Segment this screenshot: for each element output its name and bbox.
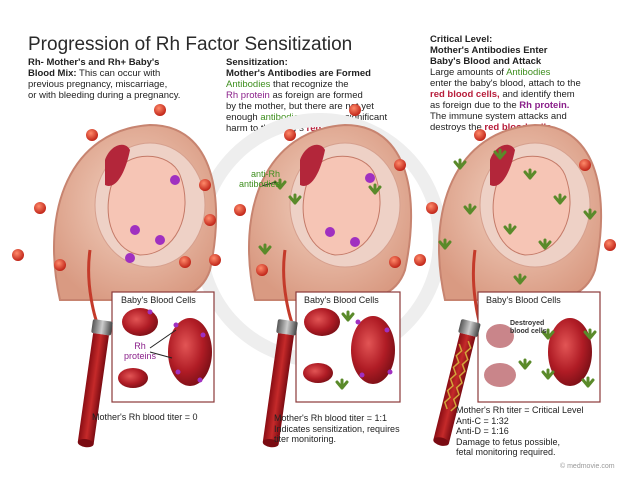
panel3-footer-4: Damage to fetus possible, — [456, 436, 561, 447]
panel3-minus-cells — [414, 129, 616, 266]
panel3-t4: as foreign due to the — [430, 100, 517, 111]
panel1-plus-cells — [125, 175, 180, 263]
panel3-footer: Mother's Rh titer = Critical Level Anti-… — [456, 405, 584, 458]
destroyed-cells-label: Destroyed blood cells — [510, 320, 547, 336]
panel3-rbc: red blood cells, — [430, 89, 500, 100]
copyright: © medmovie.com — [560, 463, 615, 470]
panel2-rh-protein: Rh protein — [226, 90, 270, 101]
panel1-caption: Rh- Mother's and Rh+ Baby's Blood Mix: T… — [28, 57, 218, 101]
anti-rh-label-2: antibodies — [238, 179, 280, 189]
rh-proteins-label-1: Rh — [134, 341, 146, 351]
panel2-plus-cells — [325, 173, 375, 247]
destroyed-cells-label-2: blood cells — [510, 328, 547, 335]
panel2-t2: as foreign are formed — [272, 90, 363, 101]
anti-rh-label-1: anti-Rh — [250, 169, 280, 179]
panel3-footer-2: Anti-C = 1:32 — [456, 415, 509, 426]
panel3-rh-protein: Rh protein. — [519, 100, 570, 111]
destroyed-cells-label-1: Destroyed — [510, 320, 545, 327]
panel3-antibodies-word: Antibodies — [506, 67, 551, 78]
panel3-t5: The immune system attacks and — [430, 111, 567, 122]
panel1-placenta — [105, 144, 130, 186]
panel2-inset — [295, 291, 401, 403]
panel1-footer: Mother's Rh blood titer = 0 — [92, 412, 198, 422]
panel3-heading-3: Baby's Blood and Attack — [430, 56, 542, 67]
panel3-footer-5: fetal monitoring required. — [456, 447, 556, 457]
panel2-placenta — [300, 144, 325, 186]
panel3-t1: Large amounts of — [430, 67, 504, 78]
panel1-test-tube — [77, 319, 113, 448]
panel1-text-3: or with bleeding during a pregnancy. — [28, 90, 181, 101]
panel2-test-tube — [262, 319, 298, 448]
panel1-minus-cells — [12, 104, 216, 271]
anti-rh-leader — [261, 181, 277, 187]
panel3-t2: enter the baby's blood, attach to the — [430, 78, 581, 89]
panel2-fetus — [302, 155, 381, 256]
panel2-footer-1: Mother's Rh blood titer = 1:1 — [274, 413, 388, 423]
panel2-antibodies — [258, 178, 382, 255]
panel3-footer-1: Mother's Rh titer = Critical Level — [456, 405, 584, 415]
panel3-inset — [477, 291, 601, 403]
anti-rh-label: anti-Rh antibodies — [222, 169, 280, 189]
rh-proteins-label-2: proteins — [123, 351, 157, 361]
panel2-footer-2: Indicates sensitization, requires — [274, 423, 400, 434]
panel1-text-1: This can occur with — [79, 68, 161, 79]
panel3-test-tube — [433, 319, 481, 446]
panel3-footer-3: Anti-D = 1:16 — [456, 426, 509, 436]
panel3-antibodies — [438, 148, 597, 285]
panel1-inset-label: Baby's Blood Cells — [121, 295, 196, 305]
panel2-footer-3: titer monitoring. — [274, 434, 337, 444]
panel3-inset-label: Baby's Blood Cells — [486, 295, 561, 305]
panel2-t3: by the mother, but there are not yet — [226, 101, 374, 112]
panel2-inset-label: Baby's Blood Cells — [304, 295, 379, 305]
panel3-t6: destroys the — [430, 122, 482, 133]
panel2-t4: enough — [226, 112, 258, 123]
panel3-heading-1: Critical Level: — [430, 34, 493, 45]
panel2-minus-cells — [209, 104, 406, 276]
panel1-heading-1: Rh- Mother's and Rh+ Baby's — [28, 57, 160, 68]
panel1-text-2: previous pregnancy, miscarriage, — [28, 79, 168, 90]
panel1-heading-2: Blood Mix: — [28, 68, 77, 79]
panel3-t3: and identify them — [502, 89, 575, 100]
panel2-antibodies-word2: antibodies — [260, 112, 304, 123]
panel1-fetus — [107, 155, 186, 256]
panel2-heading-2: Mother's Antibodies are Formed — [226, 68, 371, 79]
panel3-heading-2: Mother's Antibodies Enter — [430, 45, 548, 56]
panel2-figure — [248, 123, 413, 331]
panel1-inset — [111, 291, 215, 403]
panel2-t1: that recognize the — [273, 79, 349, 90]
rh-proteins-label: Rh proteins — [120, 341, 160, 361]
panel2-footer: Mother's Rh blood titer = 1:1 Indicates … — [274, 413, 400, 445]
panel2-heading-1: Sensitization: — [226, 57, 288, 68]
panel1-figure — [53, 123, 218, 331]
panel2-antibodies-word: Antibodies — [226, 79, 271, 90]
page-title: Progression of Rh Factor Sensitization — [28, 34, 353, 55]
